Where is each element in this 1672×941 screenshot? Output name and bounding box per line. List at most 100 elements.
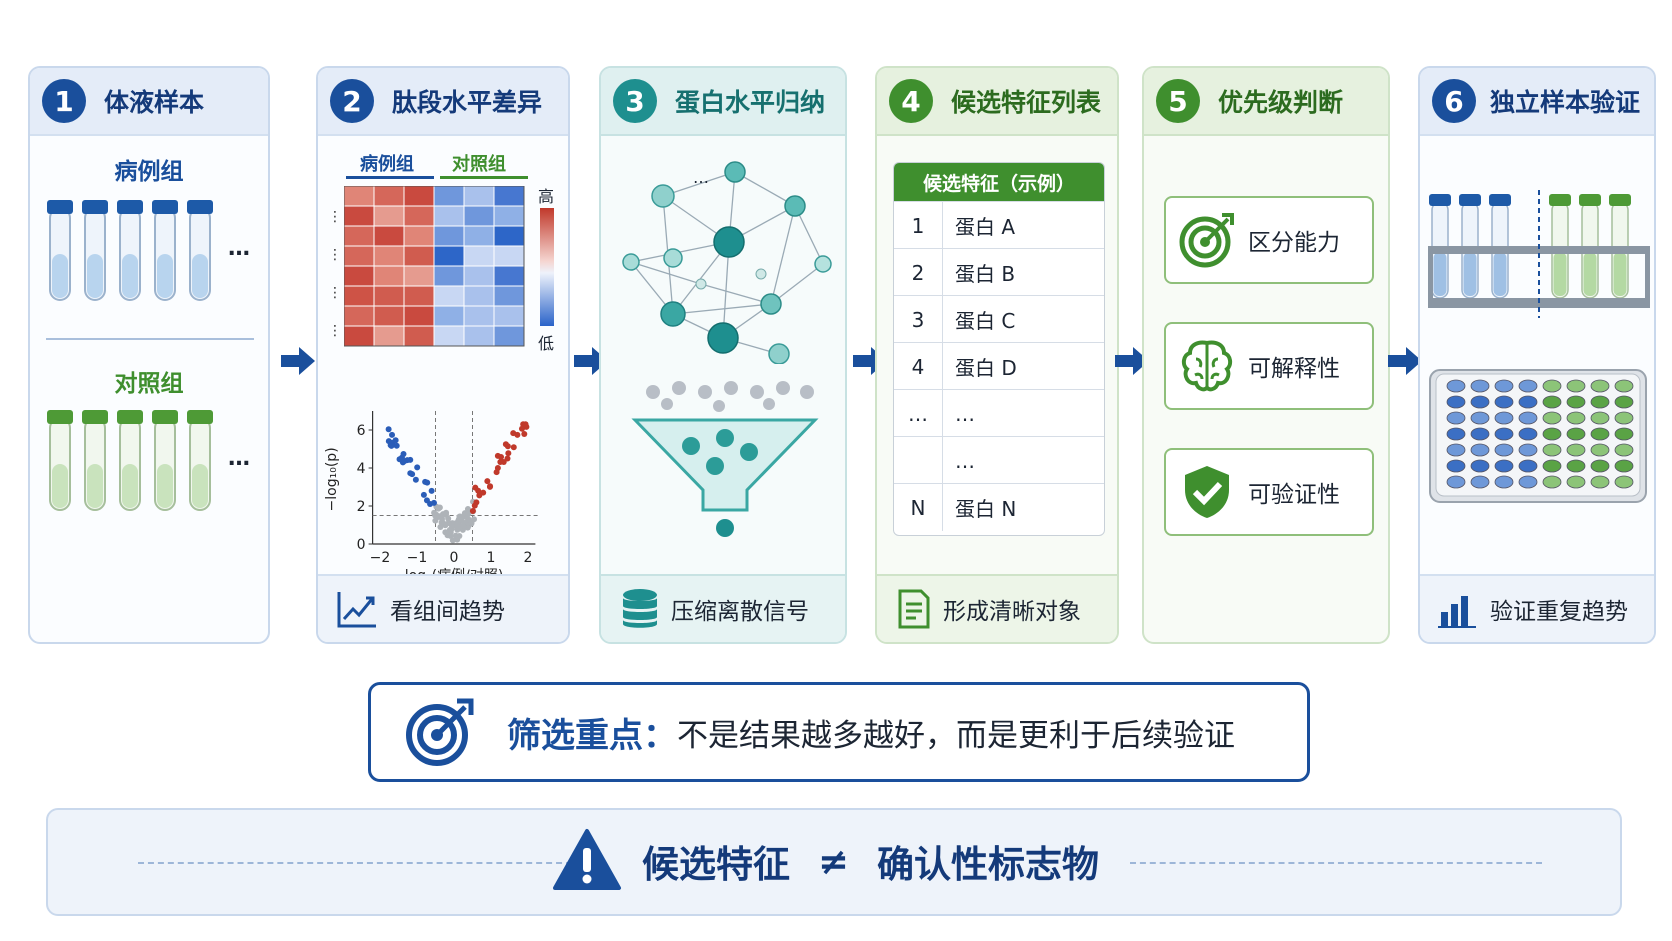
plate-well [1542,427,1562,441]
volcano-point [460,522,467,529]
plate-well [1518,475,1538,489]
plate-well [1446,395,1466,409]
heatmap-case-label: 病例组 [360,154,414,175]
heatmap-cell [373,285,405,307]
warning-banner: 候选特征 ≠ 确认性标志物 [46,808,1622,916]
step-4-title: 候选特征列表 [951,88,1102,117]
bar-chart-icon [1438,596,1476,628]
group-divider [46,338,254,340]
heatmap-cell [344,325,375,347]
criterion-label: 区分能力 [1248,230,1340,256]
step-6-footer: 验证重复趋势 [1420,574,1654,642]
heatmap-cell [493,285,525,307]
volcano-point [504,455,511,462]
plate-well [1590,443,1610,457]
plate-well [1470,411,1490,425]
database-icon [623,589,657,628]
target-icon [1179,213,1234,268]
plate-well [1542,379,1562,393]
x-tick-label: −1 [407,550,428,566]
plate-well [1446,443,1466,457]
heatmap-case-underline [346,176,434,179]
plate-well [1614,459,1634,473]
volcano-point [497,459,504,466]
x-tick-label: 0 [450,550,459,566]
step-2-header: 2 肽段水平差异 [318,68,568,136]
heatmap-cell [433,245,465,267]
volcano-point [522,421,529,428]
volcano-point [514,431,521,438]
x-tick-label: 2 [524,550,533,566]
heatmap-cell [493,245,525,267]
plate-well [1590,395,1610,409]
volcano-point [437,524,444,531]
case-group-label: 病例组 [114,159,184,185]
heatmap-cell [344,285,375,307]
heatmap-cell [344,225,375,247]
step-3-header: 3 蛋白水平归纳 [601,68,845,136]
brain-icon [1181,340,1233,392]
heatmap-cell [493,305,525,327]
table-row: …… [894,389,1104,437]
plate-well [1470,443,1490,457]
heatmap-cell [403,265,435,287]
heatmap-cell [493,325,525,347]
volcano-point [422,478,429,485]
volcano-point [475,487,482,494]
heatmap-cell [344,205,375,227]
heatmap-cell [373,305,405,327]
heatmap-cell [344,245,375,267]
plate-well [1614,443,1634,457]
heatmap-cell [463,245,495,267]
warning-icon [553,829,621,890]
plate-well [1470,427,1490,441]
plate-well [1566,475,1586,489]
arrow-right-icon [281,347,315,375]
volcano-point [436,504,443,511]
plate-well [1470,379,1490,393]
plate-well [1494,395,1514,409]
volcano-point [469,508,476,515]
plate-well [1614,475,1634,489]
y-axis-label: −log₁₀(p) [324,447,340,511]
plate-well [1446,379,1466,393]
plate-top [1435,373,1641,497]
banner-dash-left [138,862,572,864]
heatmap-cell [463,305,495,327]
heatmap-cell [433,325,465,347]
step-2-footer-text: 看组间趋势 [390,599,505,625]
heatmap-cell [493,186,525,207]
heatmap-cell [373,265,405,287]
plate-well [1518,443,1538,457]
arrow-right-icon [1388,347,1422,375]
plate-well [1494,411,1514,425]
step-1-number: 1 [42,79,86,123]
step-3-footer: 压缩离散信号 [601,574,845,642]
legend-low-label: 低 [538,334,555,353]
legend-high-label: 高 [538,187,555,206]
plate-well [1446,411,1466,425]
heatmap-cell [403,225,435,247]
volcano-point [412,476,419,483]
volcano-point [498,453,505,460]
step-4-footer-text: 形成清晰对象 [943,599,1081,625]
heatmap-cell [463,265,495,287]
volcano-point [454,518,461,525]
plate-well [1494,459,1514,473]
case-tubes-illustration [47,199,214,301]
step-4-header: 4 候选特征列表 [877,68,1117,136]
volcano-point [468,519,475,526]
volcano-point [423,497,430,504]
heatmap-cell [463,186,495,207]
heatmap-cell [403,325,435,347]
plate-well [1542,443,1562,457]
focus-text: 不是结果越多越好，而是更利于后续验证 [677,717,1235,754]
plate-well [1518,427,1538,441]
volcano-point [464,505,471,512]
volcano-point [505,450,512,457]
volcano-point [502,441,509,448]
criterion-interpretability: 可解释性 [1164,322,1374,410]
criterion-label: 可解释性 [1248,356,1340,382]
